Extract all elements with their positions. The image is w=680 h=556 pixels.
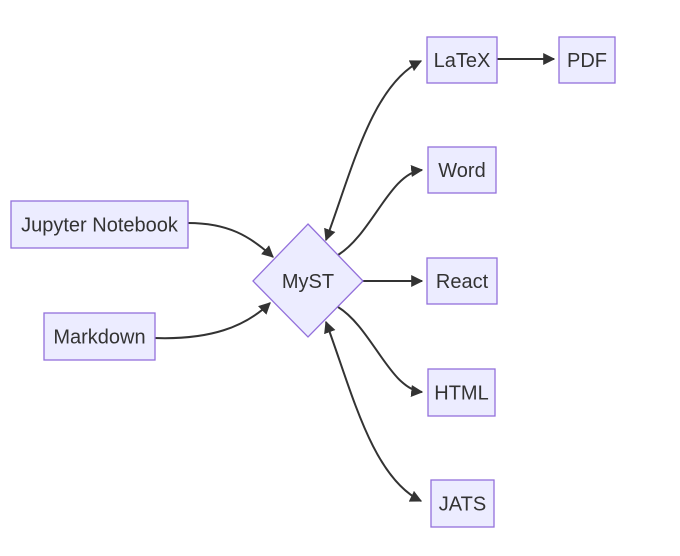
node-react: React [426,257,498,305]
node-react-shape [426,257,498,305]
node-jupyter-shape [10,200,189,249]
node-pdf-shape [558,36,616,84]
edge-myst-jats-bidirectional [324,320,423,502]
node-html-label: HTML [434,383,488,405]
node-latex-label: LaTeX [434,50,491,72]
node-markdown-label: Markdown [53,327,145,349]
node-word: Word [427,146,497,194]
node-myst-label: MyST [282,271,334,293]
edge-jupyter-to-myst [187,222,274,258]
edge-myst-to-html [337,306,424,397]
node-word-label: Word [438,160,485,182]
edge-myst-latex-bidirectional [324,60,423,242]
node-word-shape [427,146,497,194]
node-myst: MyST [252,223,364,338]
edge-myst-to-word [337,165,424,256]
node-pdf: PDF [558,36,616,84]
node-html-shape [427,368,496,417]
node-latex: LaTeX [426,36,498,84]
node-myst-shape [252,223,364,338]
node-jats-label: JATS [439,494,486,516]
node-markdown: Markdown [43,312,156,361]
node-jupyter-label: Jupyter Notebook [21,215,179,237]
node-layer: Jupyter Notebook Markdown MyST LaTeX PDF [10,36,616,528]
node-react-label: React [436,271,489,293]
edge-markdown-to-myst [153,302,271,340]
node-latex-shape [426,36,498,84]
edge-layer [153,53,556,502]
node-jupyter: Jupyter Notebook [10,200,189,249]
node-markdown-shape [43,312,156,361]
node-html: HTML [427,368,496,417]
node-pdf-label: PDF [567,50,607,72]
node-jats-shape [430,479,495,528]
node-jats: JATS [430,479,495,528]
